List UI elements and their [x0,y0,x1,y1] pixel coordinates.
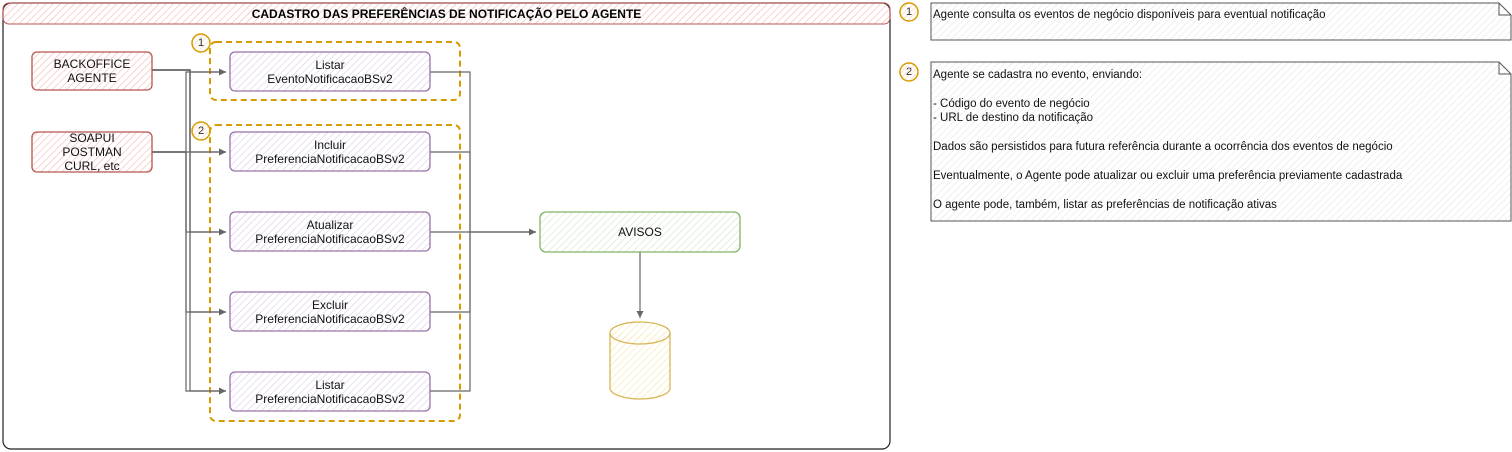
client-soapui: SOAPUI POSTMAN CURL, etc [62,131,122,173]
group2-badge: 2 [197,125,205,137]
service-connections [430,71,644,392]
group1-frame [209,41,461,101]
edge-soapui-listar-pref [152,151,226,392]
note2-text: Agente se cadastra no evento, enviando: … [933,69,1403,211]
service-excluir-box [229,291,431,332]
service-atualizar: Atualizar PreferenciaNotificacaoBSv2 [255,217,405,246]
service-listar-evento-box [229,51,431,92]
edge-listar-pref-avisos [430,232,471,392]
diagram-title: CADASTRO DAS PREFERÊNCIAS DE NOTIFICAÇÃO… [251,6,642,21]
service-listar-pref: Listar PreferenciaNotificacaoBSv2 [255,377,405,406]
client-soapui-box [31,131,153,173]
service-listar-evento: Listar EventoNotificacaoBSv2 [267,57,393,86]
note2-badge: 2 [905,66,913,78]
note1-text: Agente consulta os eventos de negócio di… [933,9,1326,21]
client-backoffice-box [31,51,153,91]
note-1-shape [899,2,1512,41]
service-incluir: Incluir PreferenciaNotificacaoBSv2 [255,137,405,166]
target-avisos-box [539,211,741,253]
service-incluir-box [229,131,431,172]
service-atualizar-box [229,211,431,252]
service-listar-pref-box [229,371,431,412]
note-2-shape [899,61,1512,222]
database-cylinder [609,321,671,400]
title-bar [2,2,891,25]
service-excluir: Excluir PreferenciaNotificacaoBSv2 [255,297,405,326]
group1-badge: 1 [197,37,205,49]
edge-incluir-avisos [430,151,471,232]
group1-badge-circle [191,33,211,53]
target-avisos: AVISOS [618,225,662,239]
group2-badge-circle [191,121,211,141]
client-backoffice: BACKOFFICE AGENTE [53,57,131,85]
note1-badge: 1 [905,6,913,18]
client-connections [152,68,226,395]
